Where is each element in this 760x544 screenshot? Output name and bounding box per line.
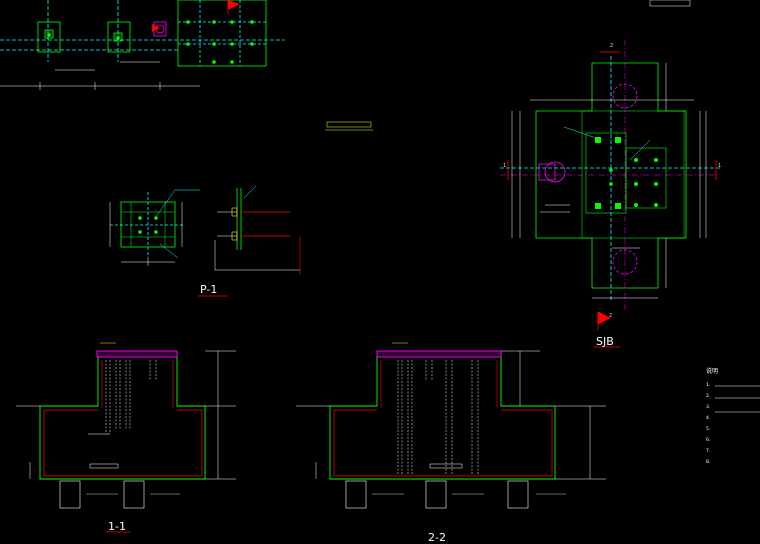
p1-plate-plan (109, 189, 200, 266)
top-left-bolts (47, 20, 254, 64)
sjb-section-marks (507, 51, 717, 330)
sjb-bolts (595, 137, 658, 209)
top-section-flag (228, 0, 240, 10)
note-line: 5. (706, 427, 711, 432)
callout-flag-left (152, 24, 160, 32)
section-mark-2-top: 2 (610, 43, 614, 49)
section-mark-1-left: 1 (503, 163, 507, 169)
sjb-plan (500, 40, 720, 312)
section-2-2 (296, 342, 606, 509)
note-line: 1. (706, 383, 711, 388)
top-left-partial-plan (0, 0, 691, 90)
p1-plate-bolts (138, 216, 158, 234)
section-1-1 (16, 342, 236, 509)
note-line: 3. (706, 405, 711, 410)
plan-title-mark (325, 121, 373, 131)
section-2-2-title: 2-2 (428, 531, 446, 544)
note-line: 8. (706, 460, 711, 465)
sjb-view-title: SJB (596, 335, 614, 348)
note-line: 2. (706, 394, 711, 399)
general-notes: 说明 1. 2. 3. 4. 5. 6. 7. 8. (706, 366, 760, 471)
p1-plate-section (214, 185, 301, 275)
note-line: 7. (706, 449, 711, 454)
note-line: 6. (706, 438, 711, 443)
section-1-1-title: 1-1 (108, 520, 126, 533)
notes-bullets (715, 385, 760, 413)
note-line: 4. (706, 416, 711, 421)
section-mark-1-right: 1 (718, 163, 722, 169)
notes-title: 说明 (706, 368, 719, 375)
section-mark-2-bottom: 2 (609, 313, 613, 319)
p1-view-title: P-1 (200, 283, 218, 296)
